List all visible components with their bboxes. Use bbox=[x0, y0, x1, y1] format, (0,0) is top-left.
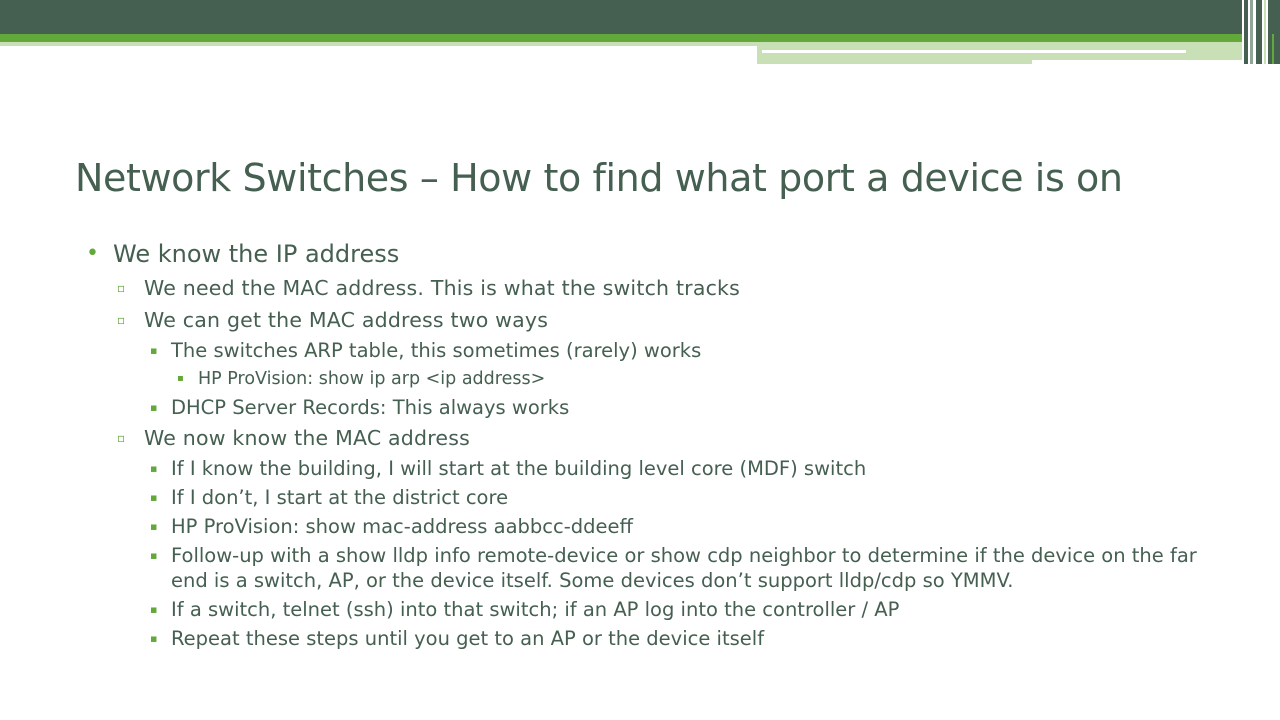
bullet-item: ▫We now know the MAC address bbox=[117, 426, 470, 450]
bullet-item: ▫We can get the MAC address two ways bbox=[117, 308, 549, 332]
bullet-small-dot-icon: ▪ bbox=[150, 632, 158, 645]
bullet-item: ▪If I know the building, I will start at… bbox=[150, 457, 867, 480]
bullet-item: ▪Repeat these steps until you get to an … bbox=[150, 627, 765, 650]
bullet-small-dot-icon: ▪ bbox=[150, 462, 158, 475]
bullet-item: ▪If I don’t, I start at the district cor… bbox=[150, 486, 509, 509]
bullet-square-icon: ▫ bbox=[117, 313, 126, 327]
header-stripe bbox=[1264, 0, 1266, 64]
header-band-highlight bbox=[762, 50, 1186, 53]
slide-title: Network Switches – How to find what port… bbox=[75, 156, 1123, 200]
bullet-item: ▫We need the MAC address. This is what t… bbox=[117, 276, 741, 300]
bullet-small-dot-icon: ▪ bbox=[150, 344, 158, 357]
bullet-item: ▪HP ProVision: show ip arp <ip address> bbox=[177, 369, 546, 389]
header-stripe bbox=[1244, 0, 1248, 64]
bullet-small-dot-icon: ▪ bbox=[177, 373, 184, 384]
bullet-small-dot-icon: ▪ bbox=[150, 401, 158, 414]
bullet-small-dot-icon: ▪ bbox=[150, 491, 158, 504]
header-stripe bbox=[1272, 34, 1274, 64]
bullet-item: ▪The switches ARP table, this sometimes … bbox=[150, 339, 702, 362]
bullet-item: ▪HP ProVision: show mac-address aabbcc-d… bbox=[150, 515, 633, 538]
bullet-list: •We know the IP address ▫We need the MAC… bbox=[86, 238, 1216, 651]
bullet-square-icon: ▫ bbox=[117, 281, 126, 295]
bullet-dot-icon: • bbox=[86, 241, 99, 266]
bullet-small-dot-icon: ▪ bbox=[150, 549, 158, 562]
header-band-light bbox=[0, 42, 757, 46]
header-stripe bbox=[1250, 0, 1253, 64]
header-band-light-block bbox=[757, 42, 1242, 64]
bullet-square-icon: ▫ bbox=[117, 431, 126, 445]
header-band-highlight bbox=[1032, 60, 1242, 64]
bullet-item: ▪Follow-up with a show lldp info remote-… bbox=[150, 544, 1197, 592]
bullet-item: ▪DHCP Server Records: This always works bbox=[150, 396, 570, 419]
header-band-green bbox=[0, 34, 1242, 42]
bullet-item: •We know the IP address bbox=[86, 240, 400, 268]
header-band-dark bbox=[0, 0, 1242, 34]
bullet-small-dot-icon: ▪ bbox=[150, 520, 158, 533]
slide-content: •We know the IP address ▫We need the MAC… bbox=[86, 238, 1216, 651]
header-stripe bbox=[1268, 0, 1280, 64]
bullet-item: ▪If a switch, telnet (ssh) into that swi… bbox=[150, 598, 900, 621]
bullet-small-dot-icon: ▪ bbox=[150, 603, 158, 616]
header-stripe bbox=[1256, 0, 1262, 64]
